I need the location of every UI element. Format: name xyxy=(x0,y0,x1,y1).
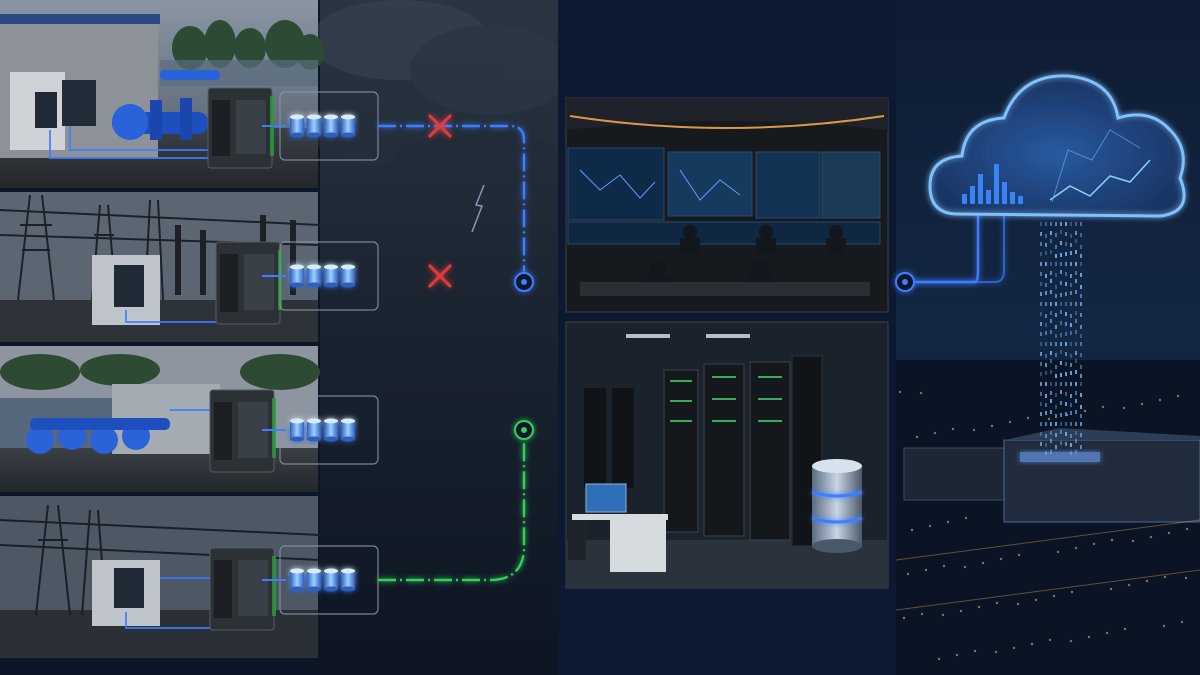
io-panel xyxy=(62,80,96,126)
control-room xyxy=(565,97,889,313)
edge-switch-3 xyxy=(209,389,276,473)
database-cylinder-icon xyxy=(307,264,321,288)
database-cylinder-icon xyxy=(324,418,338,442)
edge-switch-4 xyxy=(209,547,276,631)
video-wall xyxy=(567,147,881,245)
database-cylinder-icon xyxy=(290,418,304,442)
database-cylinder-icon xyxy=(324,264,338,288)
database-cylinder-icon xyxy=(341,114,355,138)
cloud-icon xyxy=(928,74,1186,218)
lightning-bolt xyxy=(471,184,485,233)
site-2-buffer xyxy=(262,241,379,311)
site-4-uplink xyxy=(378,430,526,582)
database-cylinder-icon xyxy=(324,114,338,138)
pump-pipes xyxy=(112,70,220,140)
database-cylinder-icon xyxy=(290,264,304,288)
x-mark-icon xyxy=(428,264,452,288)
cloud-bar-chart xyxy=(962,164,1023,204)
site-1-uplink xyxy=(378,124,526,280)
storage-array-database-cylinder-icon xyxy=(811,459,863,553)
database-cylinder-icon xyxy=(307,114,321,138)
database-cylinder-icon xyxy=(290,114,304,138)
junction-node-icon xyxy=(895,272,915,292)
database-cylinder-icon xyxy=(341,264,355,288)
pump-pipes xyxy=(26,418,170,454)
cloud-link-secondary xyxy=(905,214,1005,283)
link-network xyxy=(378,114,1005,582)
data-stream xyxy=(1040,222,1082,455)
database-cylinder-icon xyxy=(307,418,321,442)
site-4-buffer xyxy=(262,545,379,615)
city-skyline xyxy=(895,360,1200,675)
x-mark-icon xyxy=(428,114,452,138)
database-cylinder-icon xyxy=(341,418,355,442)
junction-node-icon xyxy=(514,420,534,440)
database-cylinder-icon xyxy=(290,568,304,592)
workstation xyxy=(568,483,668,572)
database-cylinder-icon xyxy=(307,568,321,592)
site-buffers xyxy=(262,91,379,615)
edge-switch-2 xyxy=(215,241,282,325)
database-cylinder-icon xyxy=(341,568,355,592)
edge-switch-1 xyxy=(207,87,274,169)
site-1-pumping-station xyxy=(0,0,324,188)
database-cylinder-icon xyxy=(324,568,338,592)
junction-node-icon xyxy=(514,272,534,292)
site-1-buffer xyxy=(262,91,379,161)
server-racks xyxy=(584,355,823,547)
